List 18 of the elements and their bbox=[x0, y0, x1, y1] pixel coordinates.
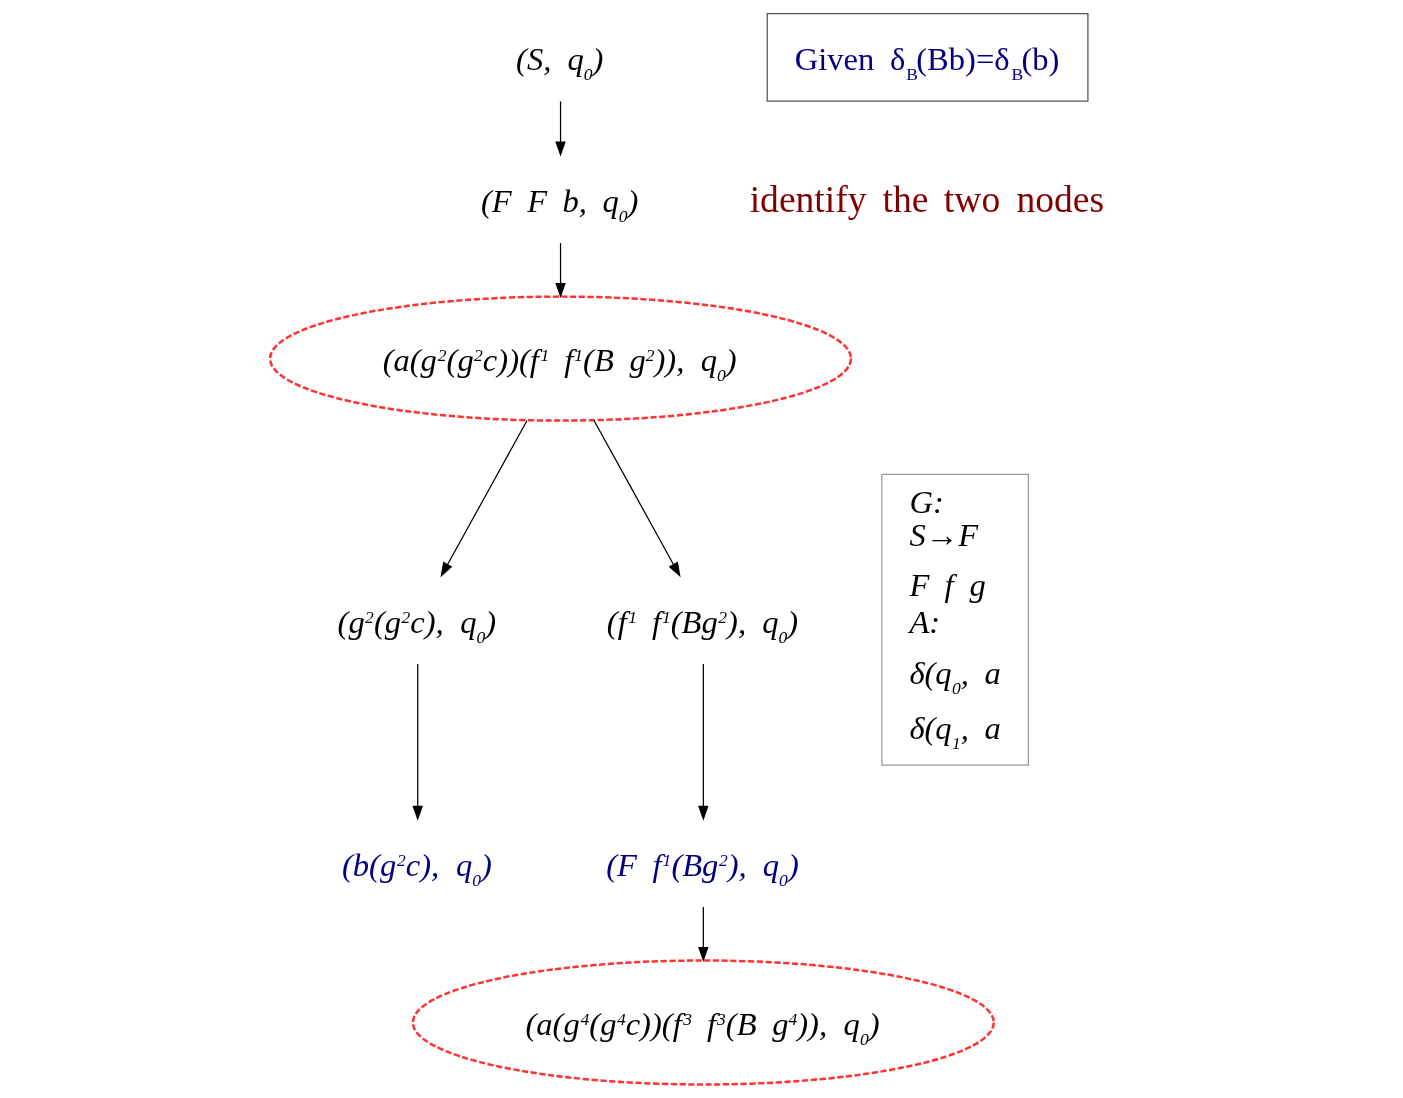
node-text: (b(g$^{2}$c), q$_{0}$) bbox=[341, 846, 492, 890]
node-box: G: S→F F f g A: δ(q$_{0}$, a δ(q$_{1}$, a bbox=[881, 473, 1029, 766]
node-text: (f$^{1}$ f$^{1}$(Bg$^{2}$), q$_{0}$) bbox=[606, 603, 799, 647]
node-text: (S, q$_{0}$) bbox=[516, 41, 604, 85]
node-text: (F f$^{1}$(Bg$^{2}$), q$_{0}$) bbox=[606, 846, 799, 890]
arrow bbox=[555, 242, 566, 299]
node-box: Given δ$_{B}$(Bb)=δ$_{B}$(b) bbox=[766, 12, 1089, 102]
node-text: (F F b, q$_{0}$) bbox=[480, 182, 639, 226]
node-ellipse: (a(g$^{2}$(g$^{2}$c))(f$^{1}$ f$^{1}$(B g$^{2}$)), q$_{0}$) bbox=[268, 295, 853, 422]
node-text: (g$^{2}$(g$^{2}$c), q$_{0}$) bbox=[337, 603, 497, 647]
arrow bbox=[593, 419, 681, 578]
label: identify the two nodes bbox=[749, 178, 1105, 220]
arrow bbox=[555, 100, 566, 157]
arrow bbox=[698, 906, 709, 962]
node-ellipse: (a(g$^{4}$(g$^{4}$c))(f$^{3}$ f$^{3}$(B g$^{4}$)), q$_{0}$) bbox=[411, 959, 996, 1086]
arrow bbox=[440, 419, 528, 578]
arrow bbox=[412, 663, 423, 821]
arrow bbox=[698, 663, 709, 821]
